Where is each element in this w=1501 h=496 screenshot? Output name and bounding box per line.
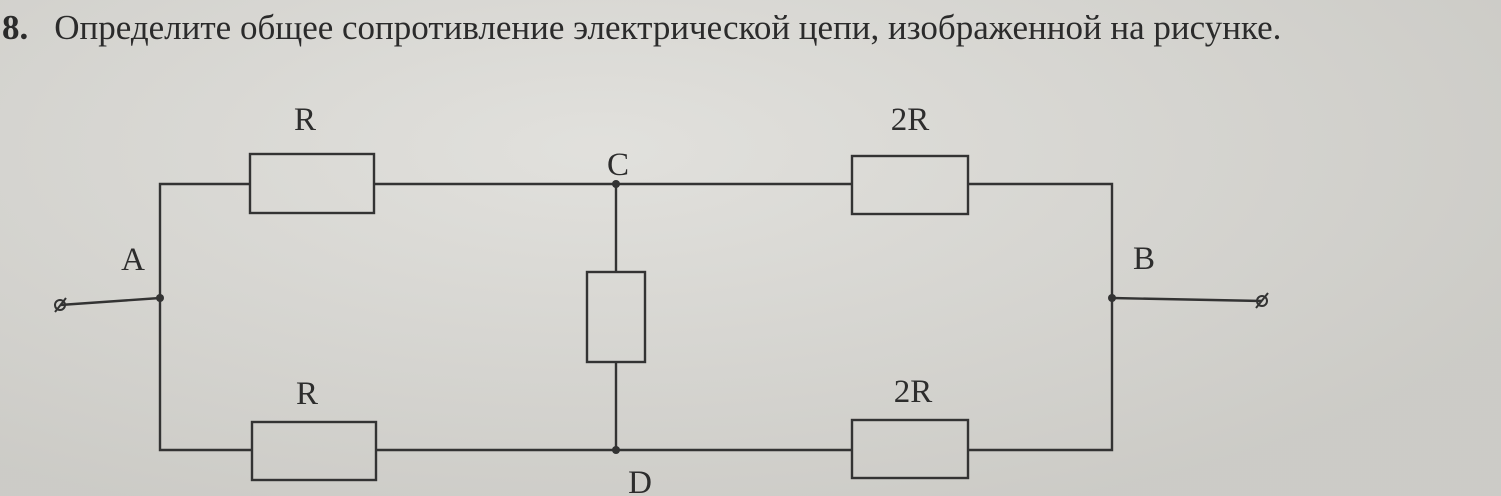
wire-top-right-to-b — [968, 182, 1114, 298]
node-label-d: D — [628, 465, 652, 496]
resistor-label-top-right: 2R — [891, 102, 930, 138]
terminal-left — [54, 297, 67, 313]
junction-dot-d — [612, 446, 620, 454]
resistor-top-left — [248, 152, 376, 215]
wire-bottom-right-to-b — [968, 298, 1114, 452]
junction-dot-c — [612, 180, 620, 188]
problem-number: 8. — [2, 8, 29, 47]
junction-dot-a — [156, 294, 164, 302]
node-label-a: A — [121, 242, 145, 278]
node-label-c: C — [607, 147, 629, 183]
lead-left — [59, 296, 161, 307]
resistor-top-right — [850, 154, 970, 216]
lead-right — [1111, 296, 1263, 303]
resistor-label-bottom-right: 2R — [894, 374, 933, 410]
resistor-bottom-left — [250, 420, 378, 482]
problem-header: 8. Определите общее сопротивление электри… — [2, 6, 1281, 50]
problem-text: Определите общее сопротивление электриче… — [54, 8, 1282, 47]
junction-dot-b — [1108, 294, 1116, 302]
wires — [59, 182, 1263, 452]
resistor-label-top-left: R — [294, 102, 316, 138]
resistor-label-bottom-left: R — [296, 376, 318, 412]
wire-a-bottom — [158, 298, 252, 452]
resistor-middle — [585, 270, 647, 364]
node-label-b: B — [1133, 241, 1155, 277]
wire-a-top — [158, 182, 250, 298]
terminal-right — [1255, 292, 1269, 309]
resistor-bottom-right — [850, 418, 970, 480]
